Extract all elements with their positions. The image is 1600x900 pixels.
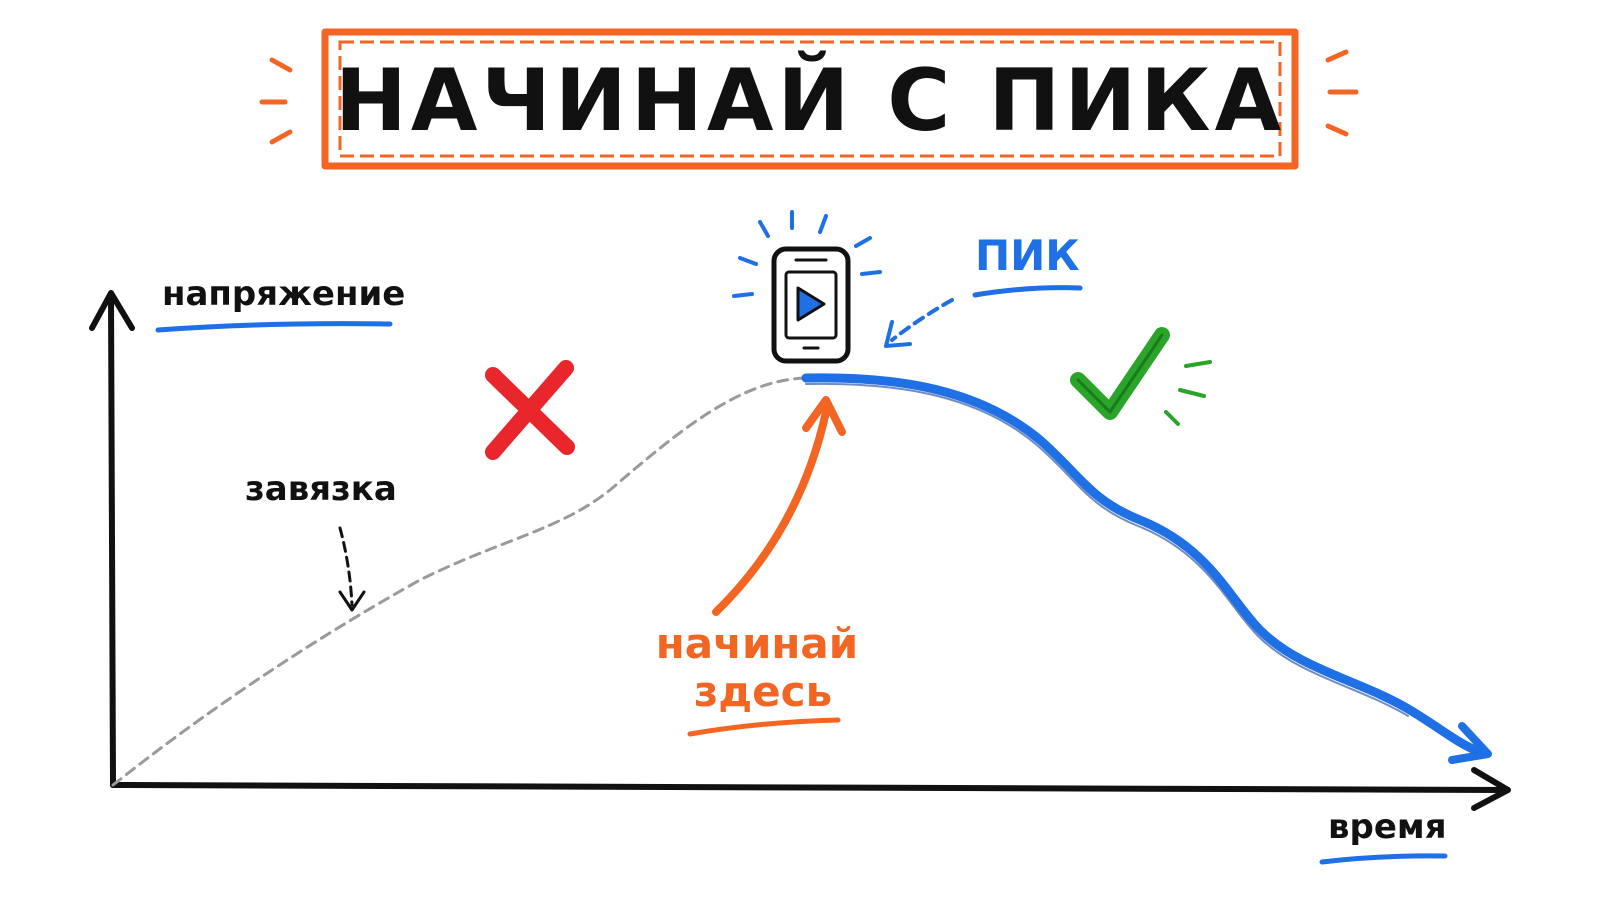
- start-here-arrowhead: [802, 396, 846, 436]
- title-frame-inner: [338, 40, 1282, 158]
- x-axis-label-underline: [1319, 853, 1448, 865]
- x-axis-arrowhead: [1471, 767, 1511, 811]
- start-here-line2: здесь: [694, 667, 832, 716]
- title-frame: [321, 28, 1299, 170]
- y-axis-label-underline: [155, 321, 393, 333]
- check-icon: [1070, 327, 1212, 426]
- x-axis: [110, 782, 1508, 793]
- axes: [89, 290, 1511, 811]
- start-here-line1: начинай: [656, 619, 858, 668]
- curve-after-peak-shade: [805, 382, 1409, 717]
- setup-label: завязка: [245, 469, 397, 509]
- cross-icon: [485, 360, 575, 460]
- y-axis-label: напряжение: [162, 274, 405, 314]
- peak-pointer-head: [884, 320, 912, 348]
- y-axis-arrowhead: [89, 290, 135, 331]
- smartphone-play-icon: [771, 246, 851, 364]
- start-here-arrow: [712, 408, 830, 616]
- x-axis-label: время: [1328, 807, 1447, 847]
- y-axis: [108, 295, 116, 788]
- check-sparkles: [1164, 360, 1212, 426]
- peak-label: ПИК: [975, 231, 1080, 280]
- curve-before-peak: [111, 376, 808, 787]
- title: НАЧИНАЙ С ПИКА: [335, 50, 1285, 151]
- title-sparkles-right: [1325, 49, 1359, 137]
- title-banner: НАЧИНАЙ С ПИКА: [259, 28, 1359, 170]
- curve-arrowhead: [1448, 722, 1492, 764]
- start-here-underline: [687, 717, 841, 737]
- title-sparkles-left: [259, 57, 293, 145]
- smartphone-sparkles: [732, 210, 882, 298]
- setup-pointer: [338, 526, 354, 607]
- peak-label-underline: [972, 285, 1083, 298]
- peak-pointer: [890, 298, 954, 342]
- setup-pointer-head: [338, 590, 366, 612]
- curve-after-peak: [801, 373, 1485, 757]
